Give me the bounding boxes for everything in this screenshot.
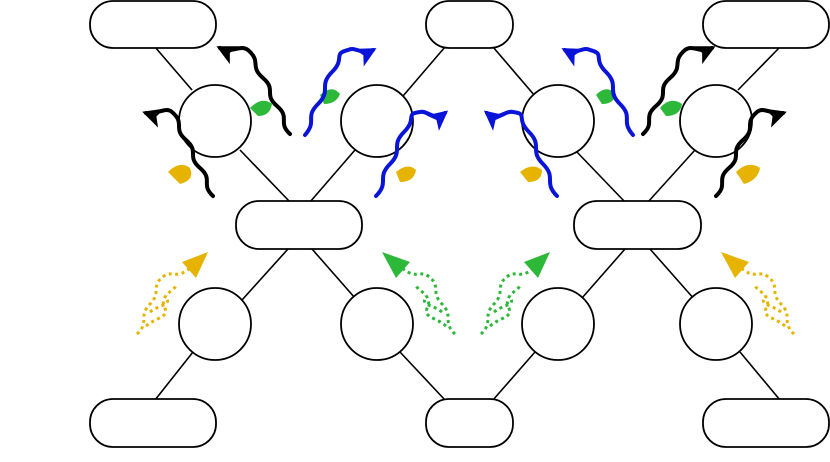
- circle-upper-4: [679, 84, 753, 158]
- box-bottom-left: [89, 398, 217, 448]
- edge: [402, 46, 446, 97]
- absorption-arrow: [135, 252, 208, 336]
- circle-nodes: [178, 84, 753, 361]
- edge: [647, 149, 696, 203]
- edge: [574, 149, 626, 203]
- circle-lower-1: [178, 287, 252, 361]
- box-top-left: [89, 0, 217, 49]
- edge: [492, 46, 536, 97]
- arrowhead: [182, 252, 208, 278]
- edge: [239, 149, 291, 203]
- arrowhead: [721, 252, 749, 278]
- edge: [154, 46, 193, 91]
- rounded-boxes: [89, 0, 830, 448]
- emission-arrow: [483, 109, 559, 198]
- emission-arrows: [142, 46, 787, 198]
- circle-lower-4: [679, 287, 753, 361]
- emission-arrow: [142, 108, 215, 198]
- emission-arrow: [714, 108, 787, 198]
- edge: [649, 248, 696, 301]
- box-top-right: [702, 0, 830, 49]
- emission-arrow: [641, 46, 716, 136]
- edge: [309, 149, 356, 203]
- box-bottom-center: [425, 398, 514, 448]
- circle-upper-2: [340, 84, 414, 158]
- edge: [154, 351, 194, 401]
- circle-upper-3: [521, 84, 595, 158]
- edge: [581, 248, 626, 299]
- edge: [737, 46, 781, 91]
- absorption-arrow: [382, 252, 457, 336]
- box-middle-left: [235, 200, 363, 250]
- edge: [492, 351, 536, 401]
- edge: [311, 248, 356, 299]
- arrowhead: [524, 252, 550, 278]
- absorption-arrow: [479, 252, 550, 336]
- edge: [241, 248, 289, 301]
- box-middle-right: [573, 200, 702, 250]
- absorption-arrow: [721, 252, 796, 336]
- circle-lower-2: [340, 287, 414, 361]
- bond-edges: [154, 46, 781, 401]
- emission-arrow: [303, 47, 377, 137]
- absorption-arrows: [135, 252, 796, 336]
- box-bottom-right: [702, 398, 830, 448]
- circle-lower-3: [521, 287, 595, 361]
- edge: [739, 351, 781, 401]
- emission-arrow: [561, 47, 635, 137]
- emission-arrow: [374, 109, 449, 198]
- emission-arrow: [216, 46, 292, 136]
- box-top-center: [425, 0, 514, 49]
- edge: [399, 351, 446, 401]
- arrowhead: [382, 252, 410, 278]
